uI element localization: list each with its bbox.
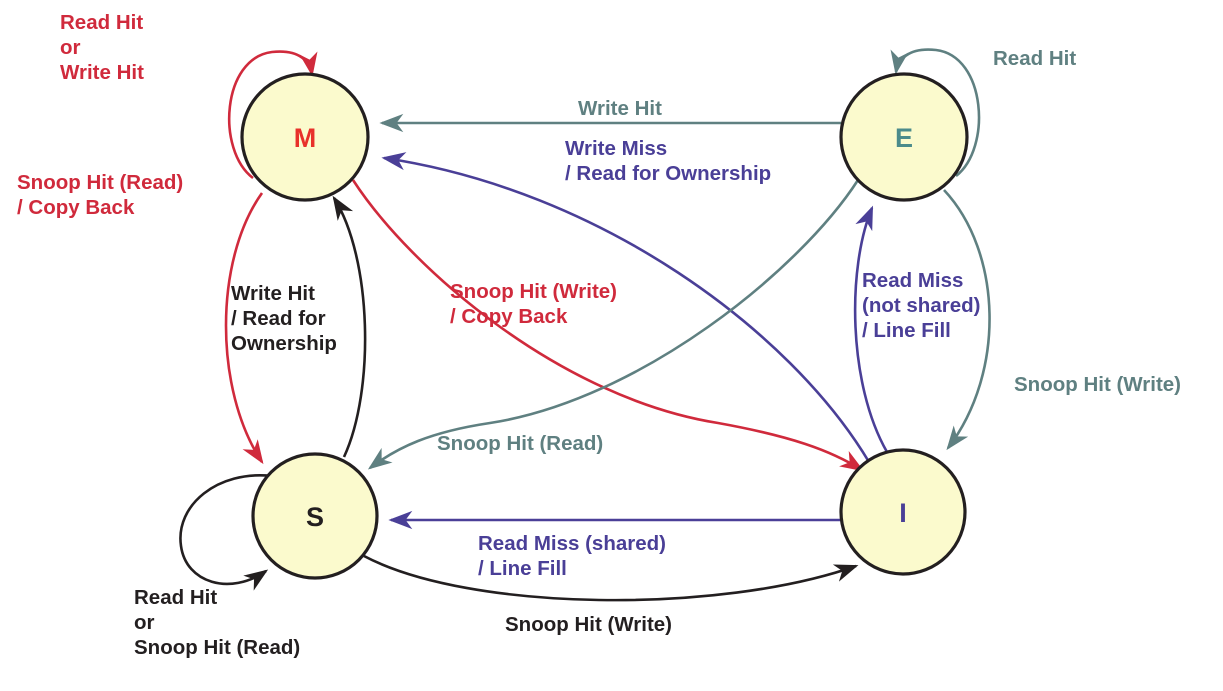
edge-label-line: Read Hit	[134, 586, 218, 609]
edge-label-i-to-m: Write Miss/ Read for Ownership	[565, 136, 771, 186]
edge-label-s-to-i: Snoop Hit (Write)	[505, 612, 672, 637]
edge-label-line: Read Hit	[993, 47, 1077, 70]
edge-e-self	[890, 48, 981, 178]
edge-label-line: or	[134, 611, 155, 634]
state-label-m: M	[294, 123, 317, 153]
edge-label-line: / Read for Ownership	[565, 162, 772, 185]
edge-m-self	[227, 50, 318, 180]
edge-label-line: Write Miss	[565, 137, 668, 160]
edge-label-line: Snoop Hit (Write)	[1014, 373, 1182, 396]
edge-label-line: Snoop Hit (Read)	[437, 432, 604, 455]
edge-label-i-to-e: Read Miss(not shared)/ Line Fill	[862, 268, 980, 343]
edge-label-line: Snoop Hit (Read)	[134, 636, 301, 659]
edge-label-line: Ownership	[231, 332, 337, 355]
state-label-s: S	[306, 502, 324, 532]
edge-e-to-i	[943, 189, 991, 451]
state-node-e[interactable]: E	[839, 72, 969, 202]
state-circle-i[interactable]	[839, 448, 967, 576]
edge-label-e-to-i: Snoop Hit (Write)	[1014, 372, 1181, 397]
edge-label-line: Read Hit	[60, 11, 144, 34]
edge-label-line: (not shared)	[862, 294, 981, 317]
edge-m-to-i	[351, 179, 865, 472]
edge-label-line: Snoop Hit (Read)	[17, 171, 184, 194]
edge-label-e-to-s: Snoop Hit (Read)	[437, 431, 603, 456]
edge-m-to-s	[224, 192, 264, 465]
state-circle-e[interactable]	[839, 72, 969, 202]
edge-label-line: Snoop Hit (Write)	[450, 280, 618, 303]
edge-s-self	[179, 474, 273, 591]
edge-label-line: or	[60, 36, 81, 59]
edge-e-to-s	[367, 179, 860, 470]
edge-label-m-to-i: Snoop Hit (Write)/ Copy Back	[450, 279, 617, 329]
edge-label-line: Write Hit	[231, 282, 315, 305]
edge-label-line: / Copy Back	[17, 196, 135, 219]
state-node-s[interactable]: S	[251, 452, 379, 580]
edge-label-m-to-s: Snoop Hit (Read)/ Copy Back	[17, 170, 183, 220]
edge-label-line: Read Miss	[862, 269, 964, 292]
edge-label-line: / Read for	[231, 307, 326, 330]
state-label-e: E	[895, 123, 913, 153]
edge-label-line: / Line Fill	[862, 319, 951, 342]
state-label-i: I	[899, 498, 907, 528]
state-node-m[interactable]: M	[240, 72, 370, 202]
edge-label-line: Write Hit	[578, 97, 662, 120]
edge-label-i-to-s: Read Miss (shared)/ Line Fill	[478, 531, 666, 581]
edge-i-to-m	[381, 152, 871, 463]
edge-label-line: / Line Fill	[478, 557, 567, 580]
edge-label-line: Read Miss (shared)	[478, 532, 666, 555]
state-circle-m[interactable]	[240, 72, 370, 202]
edge-i-to-e	[853, 205, 889, 453]
edge-label-e-self: Read Hit	[993, 46, 1076, 71]
edge-label-line: Snoop Hit (Write)	[505, 613, 673, 636]
edge-label-line: Write Hit	[60, 61, 144, 84]
state-circle-s[interactable]	[251, 452, 379, 580]
edge-label-line: / Copy Back	[450, 305, 568, 328]
edge-s-to-m	[332, 195, 367, 458]
edge-s-to-i	[363, 554, 859, 602]
state-node-i[interactable]: I	[839, 448, 967, 576]
edge-label-e-to-m: Write Hit	[578, 96, 662, 121]
